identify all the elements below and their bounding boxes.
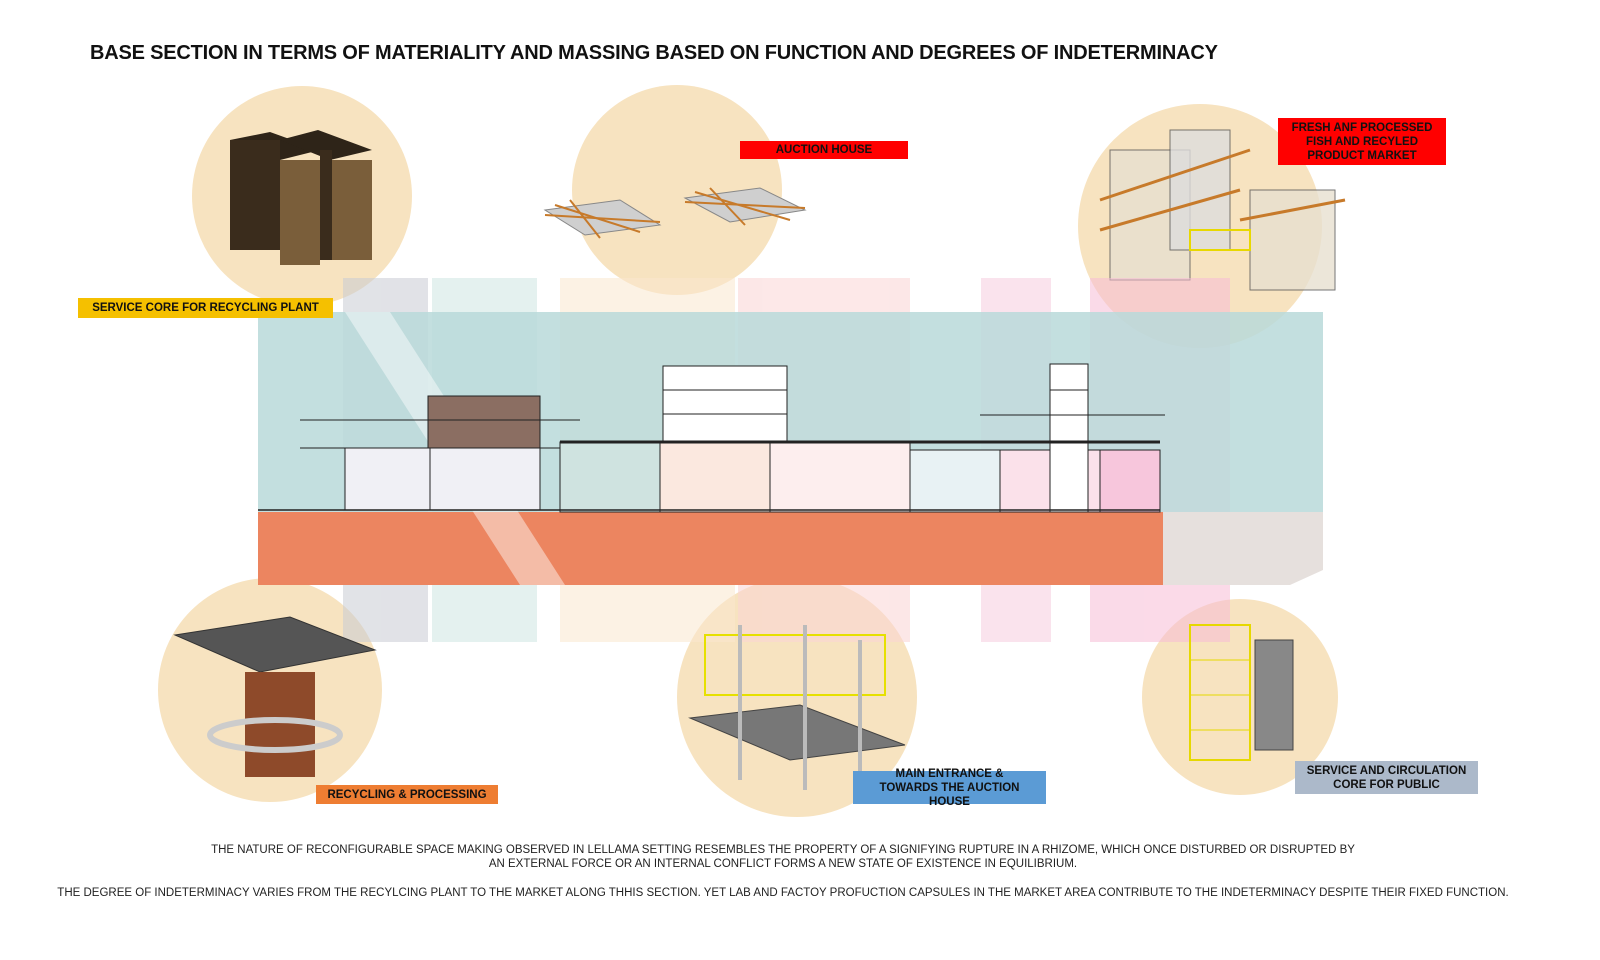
note-line-3: THE DEGREE OF INDETERMINACY VARIES FROM …: [57, 887, 1509, 899]
circulation-core: [1189, 624, 1294, 761]
note-line-1: THE NATURE OF RECONFIGURABLE SPACE MAKIN…: [211, 844, 1355, 856]
service-core-massing: [230, 130, 372, 265]
section-ground: [258, 512, 1163, 585]
label-service-core: SERVICE CORE FOR RECYCLING PLANT: [78, 298, 333, 318]
label-main-entrance: MAIN ENTRANCE & TOWARDS THE AUCTION HOUS…: [853, 768, 1046, 808]
recycling-pavilion: [173, 616, 377, 777]
label-market: FRESH ANF PROCESSED FISH AND RECYLED PRO…: [1278, 118, 1446, 165]
label-auction-house: AUCTION HOUSE: [740, 141, 908, 159]
circle-auction-house: [572, 85, 782, 295]
note-line-2: AN EXTERNAL FORCE OR AN INTERNAL CONFLIC…: [488, 858, 1078, 870]
page-title: BASE SECTION IN TERMS OF MATERIALITY AND…: [90, 42, 1218, 64]
water-body: [1163, 512, 1323, 585]
label-circulation: SERVICE AND CIRCULATION CORE FOR PUBLIC: [1295, 761, 1478, 794]
entrance-frame: [688, 625, 906, 790]
auction-roof-frames: [543, 187, 807, 239]
building-section: [258, 363, 1165, 513]
label-recycling: RECYCLING & PROCESSING: [316, 785, 498, 804]
market-capsules: [1099, 129, 1346, 291]
